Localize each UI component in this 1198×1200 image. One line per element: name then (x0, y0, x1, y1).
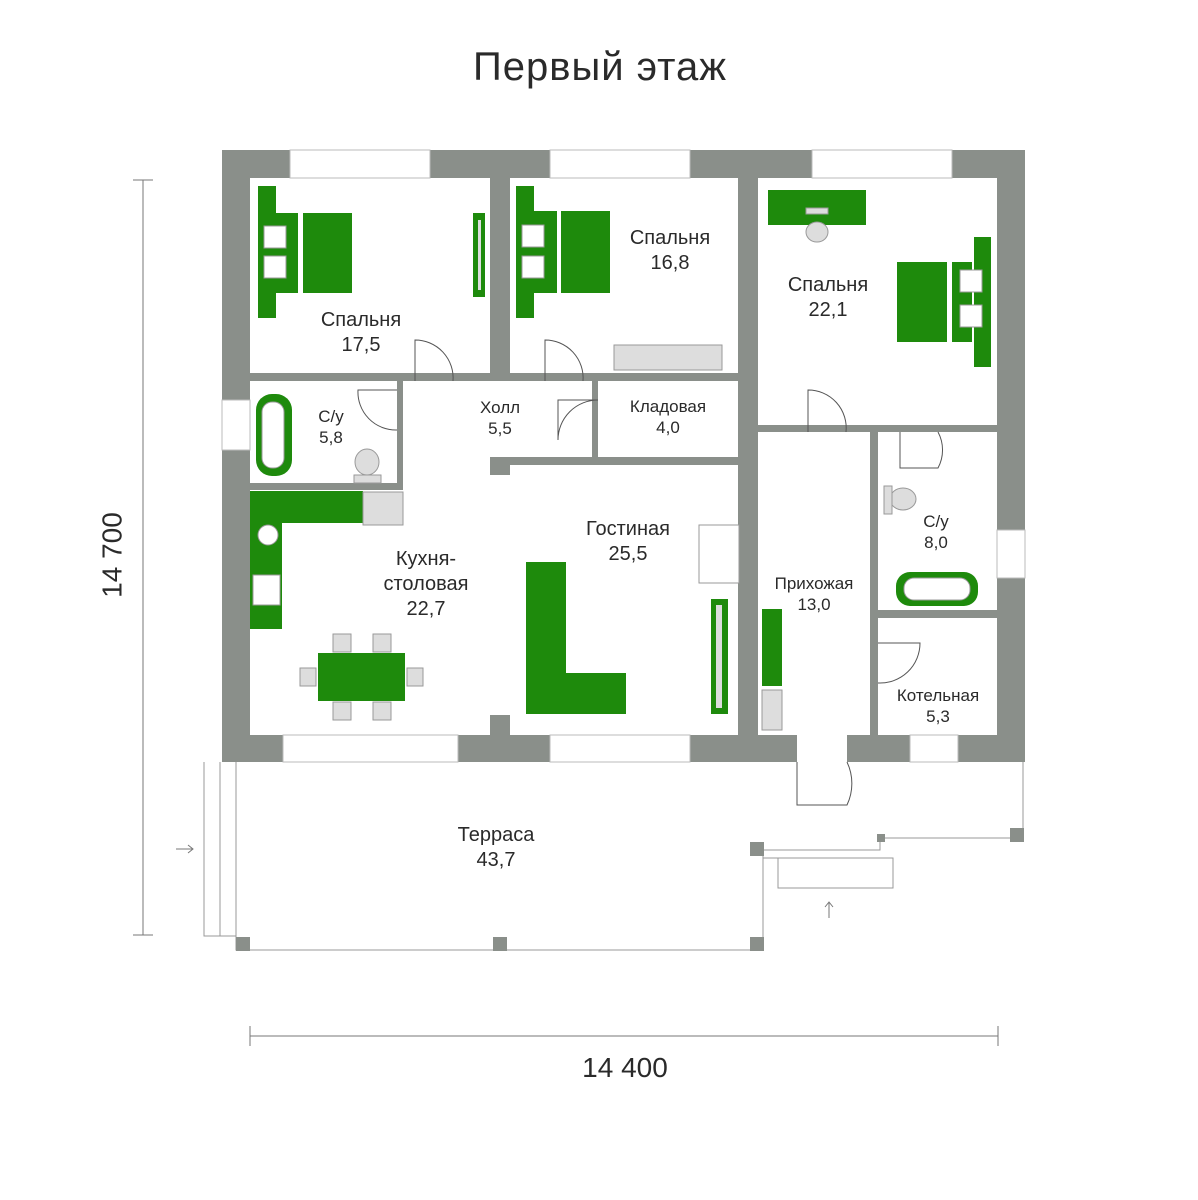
room-area: 25,5 (608, 543, 648, 565)
terrace (203, 762, 1024, 951)
room-name: Котельная (896, 686, 980, 705)
windows (221, 149, 1026, 763)
room-name: С/у (318, 407, 344, 426)
room-bedroom-1: Спальня 17,5 (321, 308, 401, 358)
room-bedroom-2: Спальня 16,8 (630, 226, 710, 276)
room-living: Гостиная 25,5 (586, 517, 670, 567)
room-area: 22,1 (808, 299, 848, 321)
room-hall: Холл 5,5 (480, 397, 520, 440)
room-name: Кладовая (629, 397, 707, 416)
room-bathroom-1: С/у 5,8 (318, 406, 344, 449)
room-area: 22,7 (406, 598, 446, 620)
room-name: Спальня (787, 274, 869, 296)
room-name: Прихожая (774, 574, 854, 593)
room-area: 5,3 (926, 707, 950, 727)
fixtures (252, 207, 983, 731)
doors (357, 339, 944, 806)
room-terrace: Терраса 43,7 (458, 823, 535, 873)
room-area: 13,0 (797, 595, 831, 615)
room-bedroom-3: Спальня 22,1 (788, 273, 868, 323)
room-area: 16,8 (650, 252, 690, 274)
height-dimension: 14 700 (96, 512, 128, 598)
room-area: 43,7 (476, 849, 516, 871)
dimension-lines (133, 179, 999, 1046)
room-bathroom-2: С/у 8,0 (923, 511, 949, 554)
width-dimension: 14 400 (582, 1052, 668, 1083)
room-area: 8,0 (924, 533, 948, 553)
room-area: 4,0 (656, 418, 680, 438)
room-entrance-hall: Прихожая 13,0 (775, 573, 854, 616)
room-area: 17,5 (341, 334, 381, 356)
room-name: Холл (479, 398, 521, 417)
room-area: 5,8 (319, 428, 343, 448)
room-name: Терраса (457, 824, 535, 846)
room-name: С/у (923, 512, 949, 531)
room-area: 5,5 (488, 419, 512, 439)
room-boiler: Котельная 5,3 (897, 685, 979, 728)
room-storage: Кладовая 4,0 (630, 396, 706, 439)
room-name: Кухня- столовая (383, 548, 469, 595)
room-name: Спальня (320, 309, 402, 331)
room-name: Гостиная (586, 518, 670, 540)
room-kitchen-dining: Кухня- столовая 22,7 (384, 547, 469, 622)
floor-title: Первый этаж (472, 45, 728, 89)
room-name: Спальня (629, 227, 711, 249)
